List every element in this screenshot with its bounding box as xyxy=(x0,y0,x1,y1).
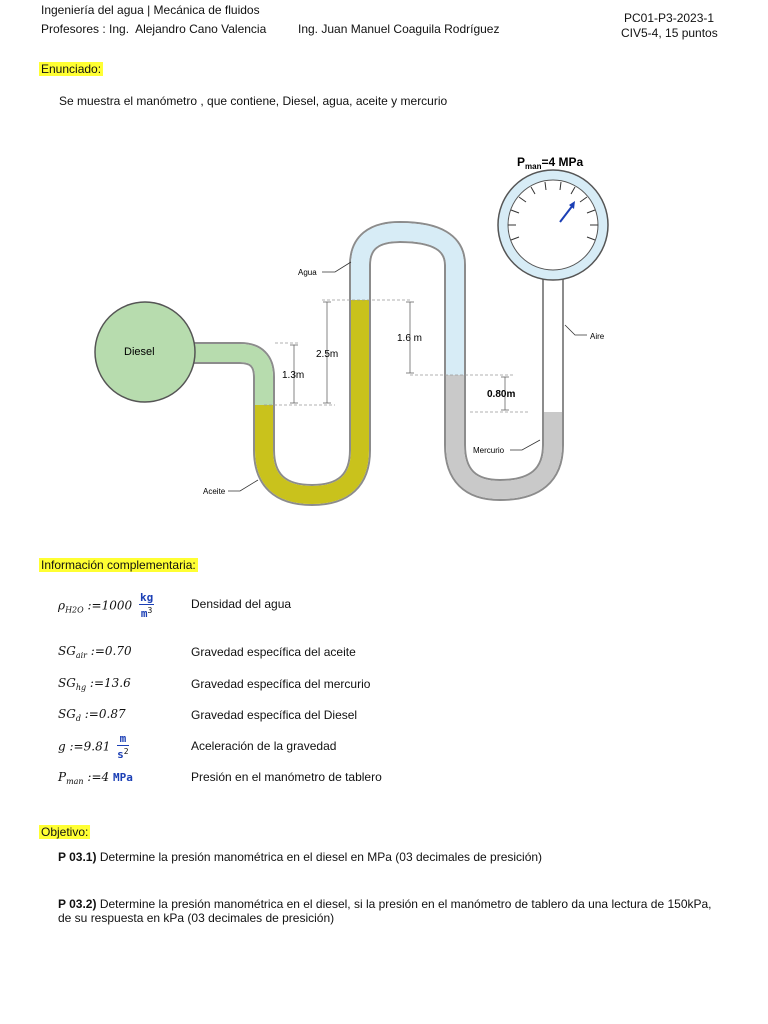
question-1: P 03.1) Determine la presión manométrica… xyxy=(58,850,542,864)
aceite-label: Aceite xyxy=(203,487,226,496)
aire-label: Aire xyxy=(590,332,605,341)
question-2-text-cont: de su respuesta en kPa (03 decimales de … xyxy=(58,911,335,925)
dimension-markers xyxy=(290,301,509,411)
level-lines xyxy=(264,299,530,413)
diesel-label: Diesel xyxy=(124,346,155,358)
info-heading: Información complementaria: xyxy=(39,558,198,572)
agua-label: Agua xyxy=(298,268,317,277)
professor-1: Alejandro Cano Valencia xyxy=(135,22,267,36)
enunciado-text: Se muestra el manómetro , que contiene, … xyxy=(59,94,448,108)
var-sg-d: SGd :=0.87 xyxy=(58,707,126,723)
diesel-fluid xyxy=(180,344,273,405)
mercurio-label: Mercurio xyxy=(473,446,505,455)
question-1-text: Determine la presión manométrica en el d… xyxy=(99,850,543,864)
dim-2-5m: 2.5m xyxy=(316,349,338,360)
aceite-fluid xyxy=(255,300,369,505)
question-2-text: Determine la presión manométrica en el d… xyxy=(99,897,712,911)
dim-1-3m: 1.3m xyxy=(282,370,304,381)
question-2: P 03.2) Determine la presión manométrica… xyxy=(58,897,712,911)
question-2-label: P 03.2) xyxy=(58,897,97,911)
desc-p-man: Presión en el manómetro de tablero xyxy=(191,770,382,784)
var-sg-hg: SGhg :=13.6 xyxy=(58,676,131,692)
dim-1-6m: 1.6 m xyxy=(397,333,422,344)
course-title: Ingeniería del agua | Mecánica de fluido… xyxy=(41,3,260,17)
desc-sg-d: Gravedad específica del Diesel xyxy=(191,708,358,722)
diesel-tank xyxy=(94,301,196,403)
exam-section: CIV5-4, 15 puntos xyxy=(621,26,718,40)
desc-g: Aceleración de la gravedad xyxy=(191,739,337,753)
desc-rho-h2o: Densidad del agua xyxy=(191,597,292,611)
professors-label: Profesores : Ing. xyxy=(41,22,130,36)
agua-fluid xyxy=(351,222,464,375)
professor-2: Ing. Juan Manuel Coaguila Rodríguez xyxy=(298,22,500,36)
mercurio-fluid xyxy=(446,375,562,500)
gauge-needle xyxy=(559,204,574,223)
enunciado-heading: Enunciado: xyxy=(39,62,104,76)
var-sg-aceite: SGair :=0.70 xyxy=(58,644,132,660)
dim-0-80m: 0.80m xyxy=(487,389,515,400)
manometer-diagram: Diesel Pman=4 MPa xyxy=(94,155,609,507)
var-p-man: Pman :=4 MPa xyxy=(58,770,133,786)
desc-sg-aceite: Gravedad específica del aceite xyxy=(191,645,356,659)
desc-sg-hg: Gravedad específica del mercurio xyxy=(191,677,371,691)
exam-code: PC01-P3-2023-1 xyxy=(624,11,715,25)
objetivo-heading: Objetivo: xyxy=(39,825,91,839)
professors-line: Profesores : Ing. Alejandro Cano Valenci… xyxy=(41,22,266,36)
gauge-label: Pman=4 MPa xyxy=(517,155,583,171)
question-1-label: P 03.1) xyxy=(58,850,97,864)
pressure-gauge xyxy=(497,169,609,281)
